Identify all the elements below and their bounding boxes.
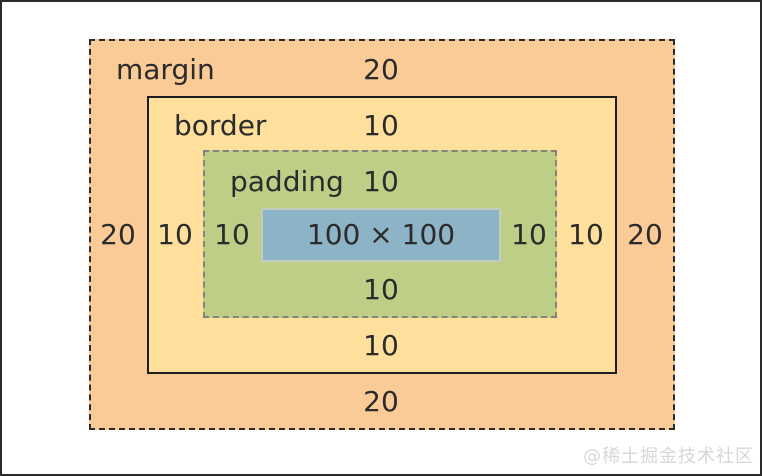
margin-label: margin (116, 53, 215, 86)
border-right-value: 10 (568, 218, 604, 251)
margin-right-value: 20 (627, 218, 663, 251)
padding-bottom-value: 10 (363, 273, 399, 306)
margin-top-value: 20 (363, 53, 399, 86)
margin-left-value: 20 (100, 218, 136, 251)
padding-top-value: 10 (363, 165, 399, 198)
padding-left-value: 10 (214, 218, 250, 251)
border-label: border (174, 109, 267, 142)
content-size-label: 100 × 100 (306, 218, 456, 251)
padding-label: padding (230, 165, 344, 198)
watermark: @稀土掘金技术社区 (583, 446, 754, 467)
content-box: 100 × 100 (261, 208, 501, 262)
border-bottom-value: 10 (363, 329, 399, 362)
border-top-value: 10 (363, 109, 399, 142)
border-left-value: 10 (157, 218, 193, 251)
padding-right-value: 10 (511, 218, 547, 251)
margin-bottom-value: 20 (363, 385, 399, 418)
